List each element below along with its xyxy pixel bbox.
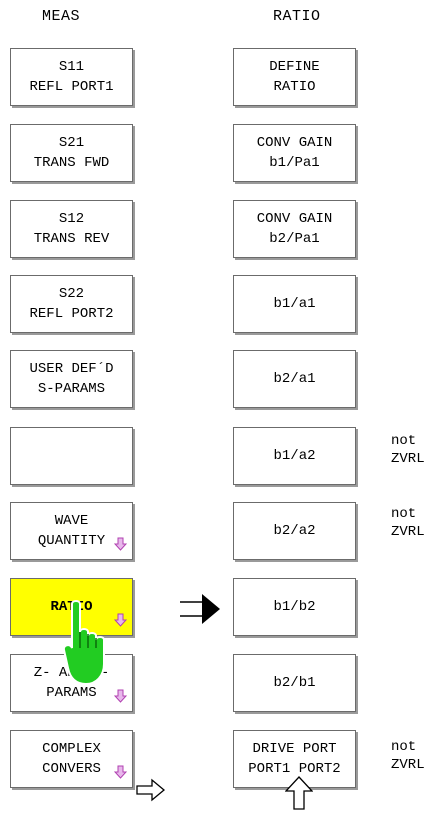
blank-key[interactable] bbox=[10, 427, 133, 485]
b2-b1-key[interactable]: b2/b1 bbox=[233, 654, 356, 712]
key-label: DRIVE PORT PORT1 PORT2 bbox=[248, 741, 341, 777]
submenu-arrow-icon bbox=[114, 537, 127, 551]
meas-column-title: MEAS bbox=[42, 8, 81, 25]
complex-convers-key[interactable]: COMPLEX CONVERS bbox=[10, 730, 133, 788]
not-zvrl-note-b2-a2: not ZVRL bbox=[391, 506, 425, 540]
key-label: b1/b2 bbox=[273, 599, 316, 615]
conv-gain-b1-pa1-key[interactable]: CONV GAIN b1/Pa1 bbox=[233, 124, 356, 182]
key-label: S12 TRANS REV bbox=[33, 211, 110, 247]
b1-b2-key[interactable]: b1/b2 bbox=[233, 578, 356, 636]
key-label: S11 REFL PORT1 bbox=[29, 59, 114, 95]
key-label: S21 TRANS FWD bbox=[33, 135, 110, 171]
submenu-arrow-icon bbox=[114, 689, 127, 703]
s11-refl-port1-key[interactable]: S11 REFL PORT1 bbox=[10, 48, 133, 106]
s22-refl-port2-key[interactable]: S22 REFL PORT2 bbox=[10, 275, 133, 333]
next-arrow-icon bbox=[136, 778, 166, 802]
key-label: DEFINE RATIO bbox=[269, 59, 320, 95]
s21-trans-fwd-key[interactable]: S21 TRANS FWD bbox=[10, 124, 133, 182]
submenu-arrow-icon bbox=[114, 613, 127, 627]
b2-a2-key[interactable]: b2/a2 bbox=[233, 502, 356, 560]
up-arrow-icon bbox=[285, 776, 313, 810]
conv-gain-b2-pa1-key[interactable]: CONV GAIN b2/Pa1 bbox=[233, 200, 356, 258]
right-arrow-icon bbox=[180, 594, 220, 624]
key-label: b1/a1 bbox=[273, 296, 316, 312]
key-label: CONV GAIN b1/Pa1 bbox=[256, 135, 333, 171]
b1-a2-key[interactable]: b1/a2 bbox=[233, 427, 356, 485]
wave-quantity-key[interactable]: WAVE QUANTITY bbox=[10, 502, 133, 560]
define-ratio-key[interactable]: DEFINE RATIO bbox=[233, 48, 356, 106]
s12-trans-rev-key[interactable]: S12 TRANS REV bbox=[10, 200, 133, 258]
user-defd-s-params-key[interactable]: USER DEF´D S-PARAMS bbox=[10, 350, 133, 408]
drive-port-key[interactable]: DRIVE PORT PORT1 PORT2 bbox=[233, 730, 356, 788]
key-label: b1/a2 bbox=[273, 448, 316, 464]
submenu-arrow-icon bbox=[114, 765, 127, 779]
ratio-column-title: RATIO bbox=[273, 8, 321, 25]
key-label: b2/b1 bbox=[273, 675, 316, 691]
key-label: COMPLEX CONVERS bbox=[42, 741, 101, 777]
hand-pointer-icon bbox=[62, 600, 105, 686]
not-zvrl-note-drive-port: not ZVRL bbox=[391, 739, 425, 773]
key-label: USER DEF´D S-PARAMS bbox=[29, 361, 114, 397]
not-zvrl-note-b1-a2: not ZVRL bbox=[391, 433, 425, 467]
b1-a1-key[interactable]: b1/a1 bbox=[233, 275, 356, 333]
key-label: CONV GAIN b2/Pa1 bbox=[256, 211, 333, 247]
b2-a1-key[interactable]: b2/a1 bbox=[233, 350, 356, 408]
key-label: WAVE QUANTITY bbox=[37, 513, 106, 549]
key-label: S22 REFL PORT2 bbox=[29, 286, 114, 322]
key-label: b2/a1 bbox=[273, 371, 316, 387]
key-label: b2/a2 bbox=[273, 523, 316, 539]
